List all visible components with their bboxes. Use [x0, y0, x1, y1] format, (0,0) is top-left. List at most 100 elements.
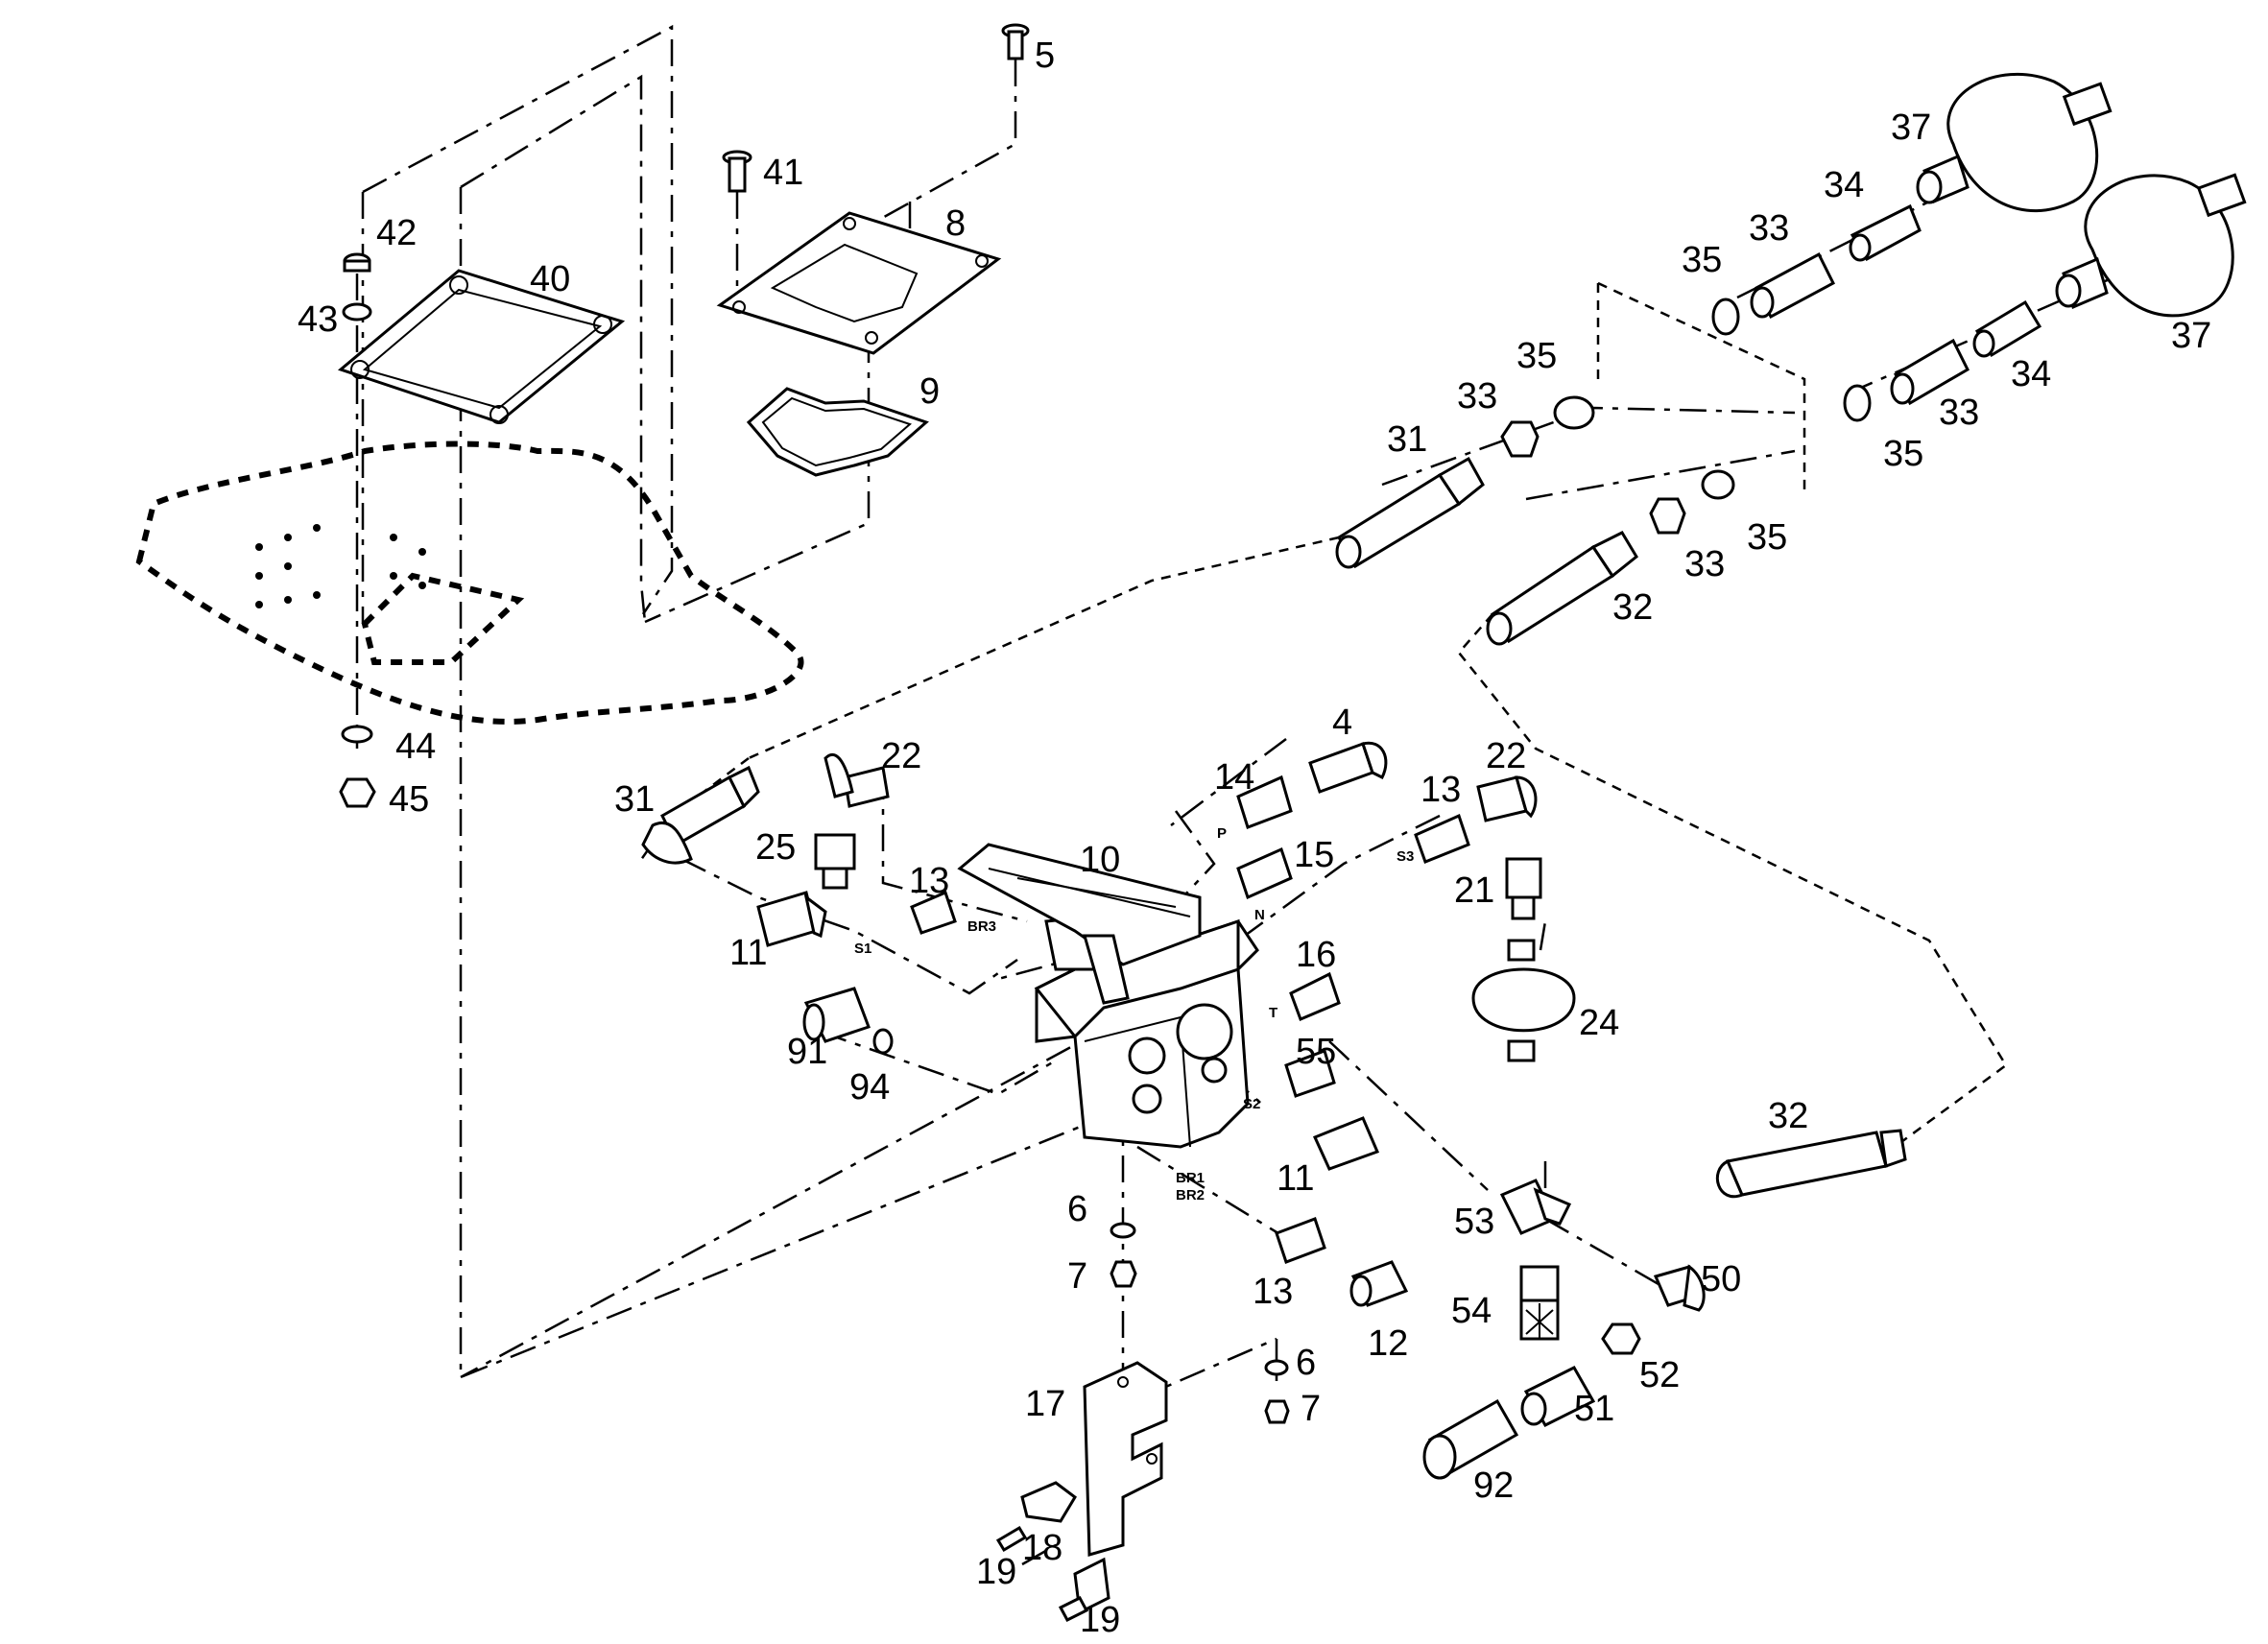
- nut-33d: [1649, 497, 1686, 535]
- washer-43: [342, 302, 372, 322]
- label-35c: 35: [1516, 336, 1557, 376]
- cab-floor-outline: [135, 441, 804, 725]
- part-number-labels: 5 41 8 9 42 43 40 44 45 37 37 34 34 33 3…: [298, 36, 2211, 1640]
- label-18: 18: [1022, 1528, 1062, 1568]
- label-33d: 33: [1684, 544, 1725, 584]
- hose-31-upper: [1335, 456, 1485, 569]
- fitting-13b: [1414, 813, 1470, 864]
- label-11a: 11: [729, 933, 767, 973]
- label-5: 5: [1035, 36, 1055, 76]
- port-BR1: BR1: [1176, 1170, 1205, 1186]
- label-31b: 31: [614, 779, 655, 820]
- adapter-34b: [1972, 299, 2042, 358]
- label-8: 8: [945, 203, 966, 244]
- ring-94: [872, 1028, 894, 1055]
- fitting-13a: [910, 890, 957, 935]
- port-BR3: BR3: [967, 918, 996, 935]
- washer-6b: [1264, 1359, 1289, 1376]
- label-16: 16: [1296, 935, 1336, 975]
- label-13b: 13: [1420, 770, 1461, 810]
- fitting-15: [1236, 846, 1293, 900]
- label-12: 12: [1368, 1323, 1408, 1364]
- hose-32-upper: [1486, 531, 1638, 646]
- washer-35a: [1711, 298, 1740, 336]
- label-19a: 19: [976, 1552, 1016, 1592]
- screw-5: [1001, 23, 1030, 60]
- label-52: 52: [1639, 1355, 1680, 1395]
- label-37b: 37: [2171, 316, 2211, 356]
- label-45: 45: [389, 779, 429, 820]
- adapter-34a: [1849, 203, 1922, 262]
- label-6a: 6: [1067, 1189, 1087, 1229]
- label-53: 53: [1454, 1202, 1494, 1242]
- test-coupling-54: [1519, 1265, 1560, 1341]
- label-4: 4: [1332, 703, 1352, 743]
- label-41: 41: [763, 153, 803, 193]
- label-22a: 22: [881, 736, 921, 776]
- label-91: 91: [787, 1032, 827, 1072]
- label-33c: 33: [1457, 376, 1497, 417]
- accumulator-37a: [1916, 72, 2113, 213]
- label-13a: 13: [909, 861, 949, 901]
- label-44: 44: [395, 727, 436, 767]
- fitting-14: [1236, 774, 1293, 829]
- elbow-22a: [824, 752, 890, 808]
- label-21: 21: [1454, 870, 1494, 911]
- brake-valve-10: [957, 843, 1259, 1149]
- elbow-22b: [1476, 775, 1538, 822]
- plug-91: [802, 987, 871, 1043]
- nut-45: [339, 777, 376, 808]
- fitting-33a: [1750, 251, 1835, 320]
- screw-19b: [1058, 1596, 1089, 1622]
- label-51: 51: [1574, 1389, 1614, 1429]
- label-33a: 33: [1749, 208, 1789, 249]
- nut-7a: [1110, 1260, 1137, 1288]
- washer-42: [343, 252, 371, 273]
- label-32a: 32: [1612, 587, 1653, 628]
- port-T: T: [1269, 1005, 1277, 1021]
- fitting-16: [1289, 971, 1341, 1021]
- label-50: 50: [1701, 1259, 1741, 1299]
- label-35b: 35: [1883, 434, 1923, 474]
- label-11b: 11: [1277, 1158, 1314, 1199]
- nut-7b: [1264, 1399, 1290, 1424]
- fitting-51: [1520, 1366, 1596, 1427]
- switch-18: [1020, 1481, 1110, 1615]
- screw-41: [722, 150, 752, 193]
- port-labels: P N T S1 S2 S3 BR3 BR1 BR2: [854, 825, 1414, 1203]
- label-92: 92: [1473, 1465, 1514, 1506]
- label-54: 54: [1451, 1291, 1492, 1331]
- label-43: 43: [298, 299, 338, 340]
- label-35a: 35: [1682, 240, 1722, 280]
- nut-33c: [1500, 420, 1540, 458]
- port-BR2: BR2: [1176, 1187, 1205, 1203]
- fitting-12: [1349, 1260, 1409, 1307]
- adapter-25: [814, 833, 856, 890]
- cap-92: [1422, 1398, 1519, 1480]
- label-42: 42: [376, 213, 417, 253]
- label-34a: 34: [1824, 165, 1864, 205]
- label-9: 9: [919, 371, 940, 412]
- gasket-40: [337, 269, 626, 424]
- cover-plate-8: [716, 211, 1002, 355]
- label-25: 25: [755, 827, 796, 868]
- port-S2: S2: [1243, 1096, 1260, 1112]
- port-S3: S3: [1397, 848, 1414, 865]
- elbow-4: [1308, 741, 1388, 794]
- washer-35d: [1701, 469, 1735, 500]
- floor-hole-pattern: [255, 524, 426, 608]
- washer-44: [341, 725, 373, 744]
- accumulator-37b: [2055, 173, 2247, 318]
- port-S1: S1: [854, 941, 871, 957]
- label-34b: 34: [2011, 354, 2051, 394]
- label-13c: 13: [1253, 1272, 1293, 1312]
- label-37a: 37: [1891, 107, 1931, 148]
- washer-35b: [1843, 384, 1872, 422]
- label-40: 40: [530, 259, 570, 299]
- fitting-11a: [756, 891, 827, 947]
- label-15: 15: [1294, 835, 1334, 875]
- label-33b: 33: [1939, 393, 1979, 433]
- label-7b: 7: [1301, 1389, 1321, 1429]
- label-17: 17: [1025, 1384, 1065, 1424]
